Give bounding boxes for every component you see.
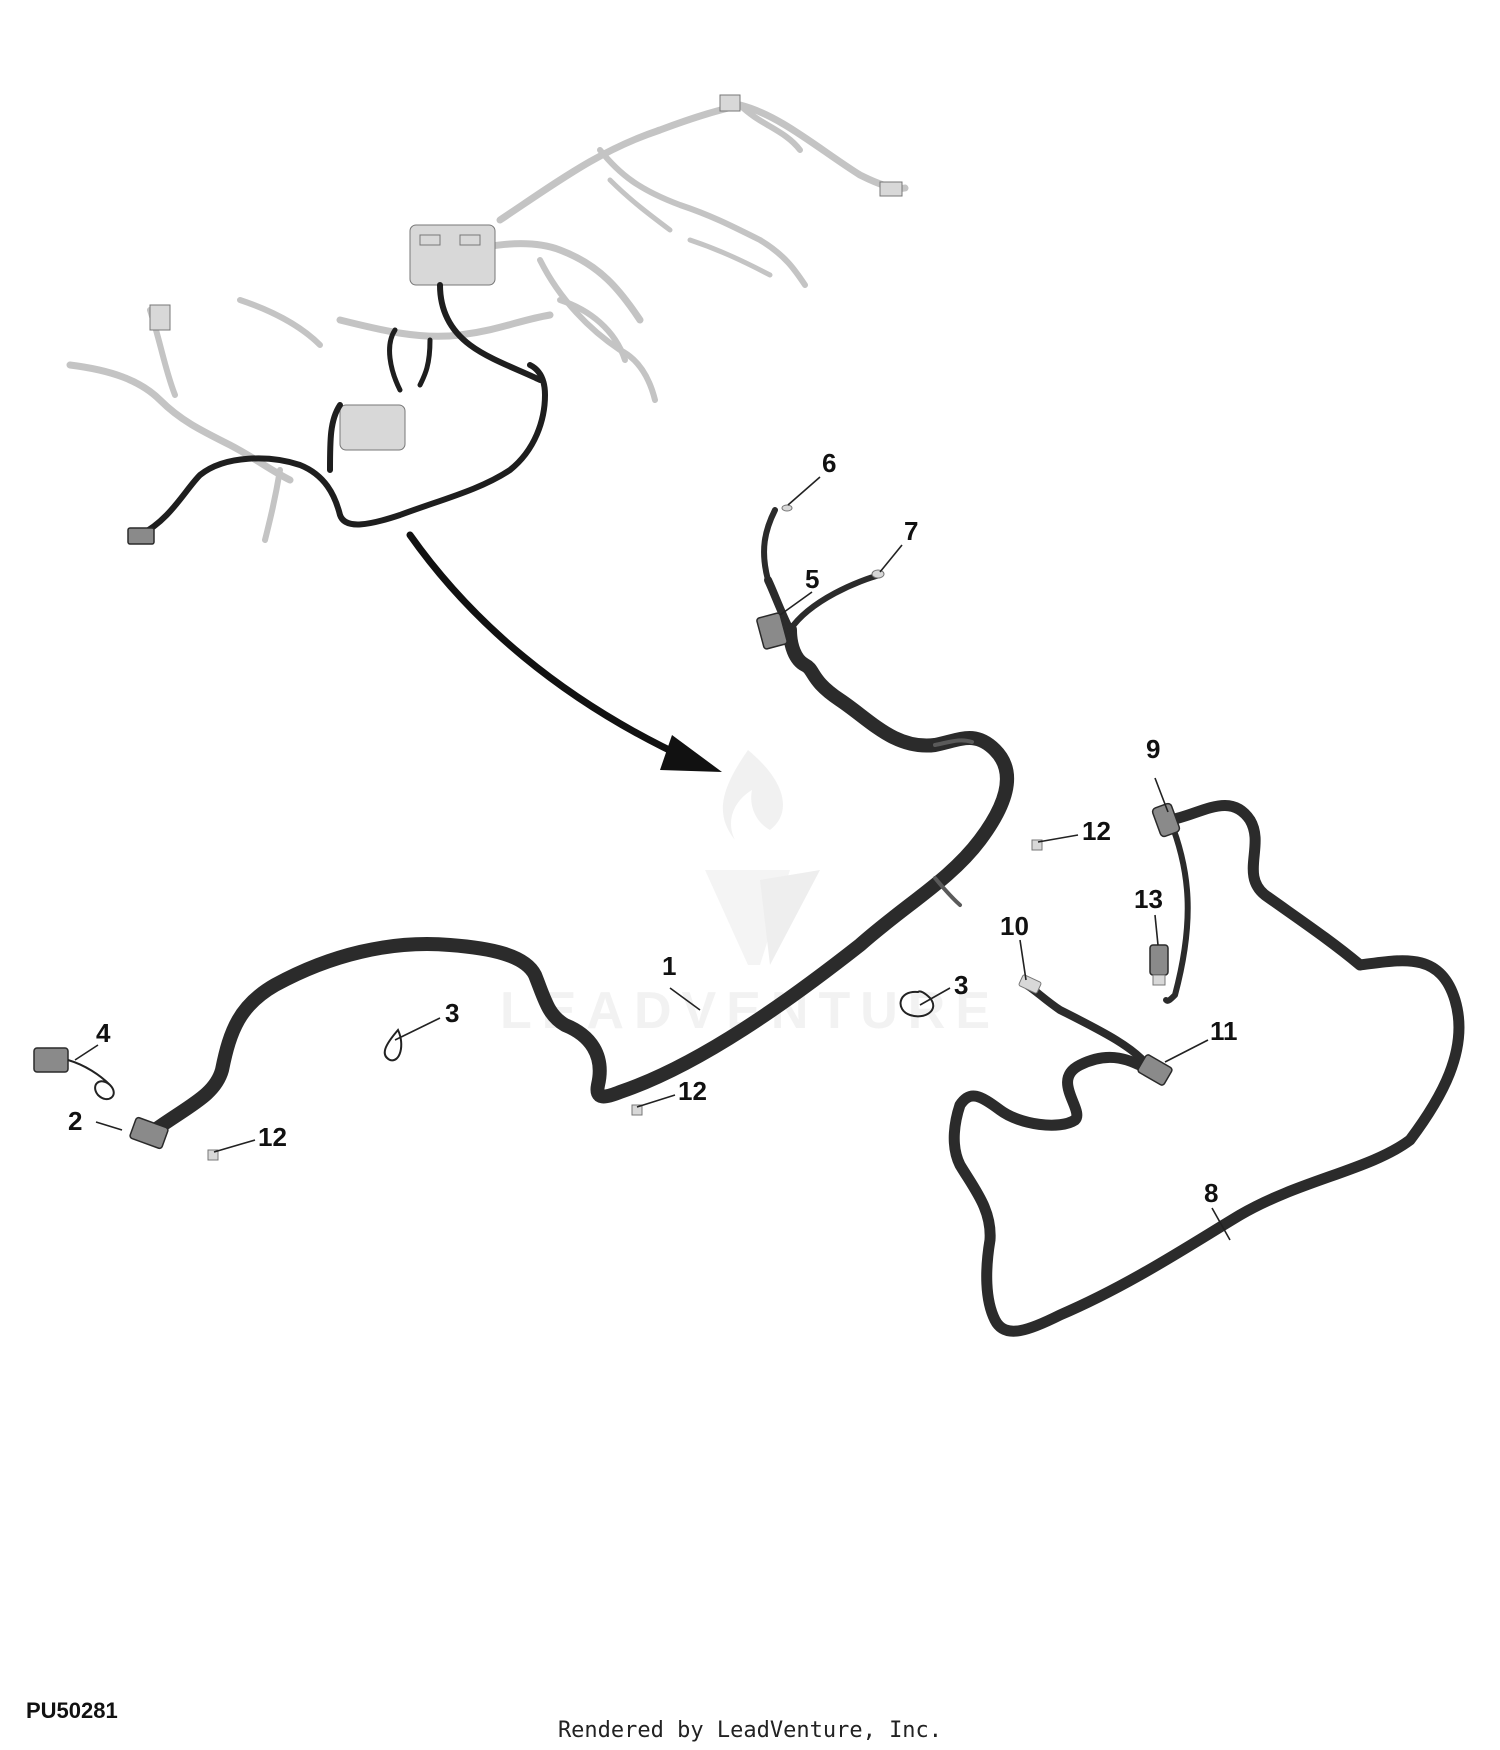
callout-13: 13 xyxy=(1134,884,1163,914)
callout-4: 4 xyxy=(96,1018,111,1048)
callout-8: 8 xyxy=(1204,1178,1218,1208)
part-4-connector xyxy=(33,1047,115,1101)
callout-12: 12 xyxy=(1082,816,1111,846)
callout-6: 6 xyxy=(822,448,836,478)
callout-3: 3 xyxy=(445,998,459,1028)
callout-10: 10 xyxy=(1000,911,1029,941)
callout-5: 5 xyxy=(805,564,819,594)
pointer-arrow xyxy=(406,531,722,772)
clip-12-a xyxy=(207,1149,219,1161)
callout-9: 9 xyxy=(1146,734,1160,764)
overview-assembly xyxy=(66,94,909,545)
clip-12-b xyxy=(631,1104,643,1116)
figure-id: PU50281 xyxy=(26,1698,118,1723)
callout-1: 1 xyxy=(662,951,676,981)
callout-3: 3 xyxy=(954,970,968,1000)
callout-12: 12 xyxy=(258,1122,287,1152)
harness-part-8 xyxy=(948,800,1465,1337)
cable-tie-3-left xyxy=(383,1028,403,1062)
main-harness-part-1 xyxy=(129,504,1014,1150)
cable-tie-3-right xyxy=(899,990,935,1018)
callout-12: 12 xyxy=(678,1076,707,1106)
callout-2: 2 xyxy=(68,1106,82,1136)
leader-lines xyxy=(74,476,1231,1241)
clip-12-c xyxy=(1031,839,1043,851)
callout-11: 11 xyxy=(1210,1016,1238,1046)
render-credit: Rendered by LeadVenture, Inc. xyxy=(557,1718,943,1743)
callout-7: 7 xyxy=(904,516,918,546)
callouts: 1 2 3 3 4 5 6 7 8 9 10 11 12 12 12 13 xyxy=(68,448,1238,1208)
